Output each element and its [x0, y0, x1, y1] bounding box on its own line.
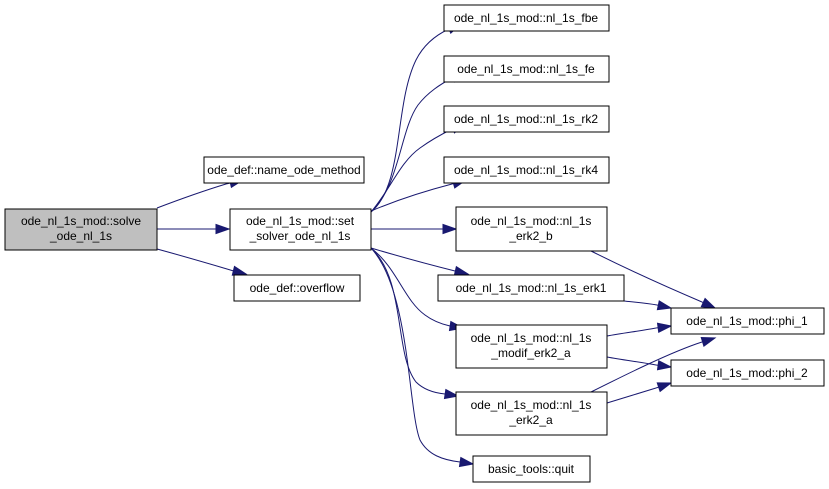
edge-set-solver-to-rk4 — [370, 178, 468, 212]
edge-line — [590, 341, 703, 393]
call-nodes: ode_nl_1s_mod::solve _ode_nl_1s ode_def:… — [4, 4, 825, 483]
node-quit[interactable]: basic_tools::quit — [472, 455, 591, 483]
node-erk2-a-line-2: _erk2_a — [508, 413, 553, 427]
edge-arrowhead — [442, 223, 458, 235]
node-modif-erk2-a[interactable]: ode_nl_1s_mod::nl_1s _modif_erk2_a — [455, 324, 608, 369]
edge-line — [370, 247, 456, 272]
edge-line — [370, 247, 461, 463]
edge-arrowhead — [700, 297, 717, 309]
edge-line — [606, 387, 657, 404]
edge-line — [156, 248, 235, 272]
node-rk2[interactable]: ode_nl_1s_mod::nl_1s_rk2 — [443, 105, 610, 133]
node-set-solver-line-2: _solver_ode_nl_1s — [249, 229, 351, 243]
node-erk2-b[interactable]: ode_nl_1s_mod::nl_1s _erk2_b — [455, 206, 608, 252]
node-phi-1-label: ode_nl_1s_mod::phi_1 — [686, 314, 808, 328]
node-overflow[interactable]: ode_def::overflow — [233, 274, 361, 302]
node-erk2-a[interactable]: ode_nl_1s_mod::nl_1s _erk2_a — [455, 391, 608, 436]
node-fe[interactable]: ode_nl_1s_mod::nl_1s_fe — [443, 55, 610, 83]
node-set-solver[interactable]: ode_nl_1s_mod::set _solver_ode_nl_1s — [229, 208, 372, 251]
node-overflow-label: ode_def::overflow — [250, 281, 345, 295]
node-erk1-label: ode_nl_1s_mod::nl_1s_erk1 — [456, 281, 607, 295]
node-fe-label: ode_nl_1s_mod::nl_1s_fe — [457, 62, 595, 76]
edge-arrowhead — [656, 300, 673, 311]
edge-modif-erk2-a-to-phi-2 — [606, 356, 673, 371]
node-erk1[interactable]: ode_nl_1s_mod::nl_1s_erk1 — [437, 274, 625, 302]
node-modif-erk2-a-line-1: ode_nl_1s_mod::nl_1s — [471, 331, 592, 345]
edge-line — [370, 77, 453, 213]
node-set-solver-line-1: ode_nl_1s_mod::set — [246, 214, 355, 228]
edge-line — [623, 300, 658, 306]
node-phi-2-label: ode_nl_1s_mod::phi_2 — [686, 366, 808, 380]
node-rk4-label: ode_nl_1s_mod::nl_1s_rk4 — [454, 163, 598, 177]
node-rk2-label: ode_nl_1s_mod::nl_1s_rk2 — [454, 112, 598, 126]
edge-solve-to-overflow — [156, 248, 248, 276]
node-name-ode-method[interactable]: ode_def::name_ode_method — [203, 156, 365, 184]
node-phi-1[interactable]: ode_nl_1s_mod::phi_1 — [670, 307, 825, 335]
node-erk2-b-line-1: ode_nl_1s_mod::nl_1s — [471, 214, 592, 228]
edge-set-solver-to-erk2-a — [370, 247, 460, 400]
edge-line — [370, 247, 451, 327]
edge-arrowhead — [458, 456, 475, 468]
edge-solve-to-set-solver — [157, 223, 231, 235]
edge-arrowhead — [656, 382, 673, 393]
node-fbe-label: ode_nl_1s_mod::nl_1s_fbe — [454, 11, 598, 25]
edge-line — [370, 183, 453, 212]
edge-set-solver-to-erk2-b — [371, 223, 458, 235]
edge-line — [370, 247, 446, 395]
edge-set-solver-to-quit — [370, 247, 475, 468]
node-fbe[interactable]: ode_nl_1s_mod::nl_1s_fbe — [443, 4, 610, 32]
edge-arrowhead — [443, 388, 460, 400]
edge-arrowhead — [656, 360, 673, 371]
node-solve-line-1: ode_nl_1s_mod::solve — [21, 214, 141, 228]
edge-line — [156, 183, 227, 209]
node-erk2-a-line-1: ode_nl_1s_mod::nl_1s — [471, 398, 592, 412]
edge-arrowhead — [215, 223, 231, 235]
node-name-ode-method-label: ode_def::name_ode_method — [207, 163, 360, 177]
edge-line — [370, 128, 453, 213]
edge-erk2-a-to-phi-2 — [606, 382, 673, 404]
node-solve-line-2: _ode_nl_1s — [49, 229, 112, 243]
edge-arrowhead — [453, 265, 470, 277]
edge-arrowhead — [231, 265, 248, 276]
edge-erk2-b-to-phi-1 — [590, 250, 717, 309]
node-modif-erk2-a-line-2: _modif_erk2_a — [490, 346, 571, 360]
edge-line — [606, 356, 657, 366]
node-phi-2[interactable]: ode_nl_1s_mod::phi_2 — [670, 359, 825, 387]
node-quit-label: basic_tools::quit — [488, 462, 575, 476]
node-solve[interactable]: ode_nl_1s_mod::solve _ode_nl_1s — [4, 208, 158, 251]
edge-line — [370, 28, 450, 213]
node-erk2-b-line-2: _erk2_b — [508, 229, 553, 243]
edge-line — [606, 327, 657, 337]
edge-erk1-to-phi-1 — [623, 300, 673, 311]
edge-arrowhead — [700, 336, 717, 347]
edge-line — [590, 250, 703, 303]
edge-arrowhead — [656, 322, 673, 333]
node-rk4[interactable]: ode_nl_1s_mod::nl_1s_rk4 — [443, 156, 610, 184]
edge-modif-erk2-a-to-phi-1 — [606, 322, 673, 337]
edge-set-solver-to-fe — [370, 72, 467, 213]
edge-erk2-a-to-phi-1 — [590, 336, 717, 393]
